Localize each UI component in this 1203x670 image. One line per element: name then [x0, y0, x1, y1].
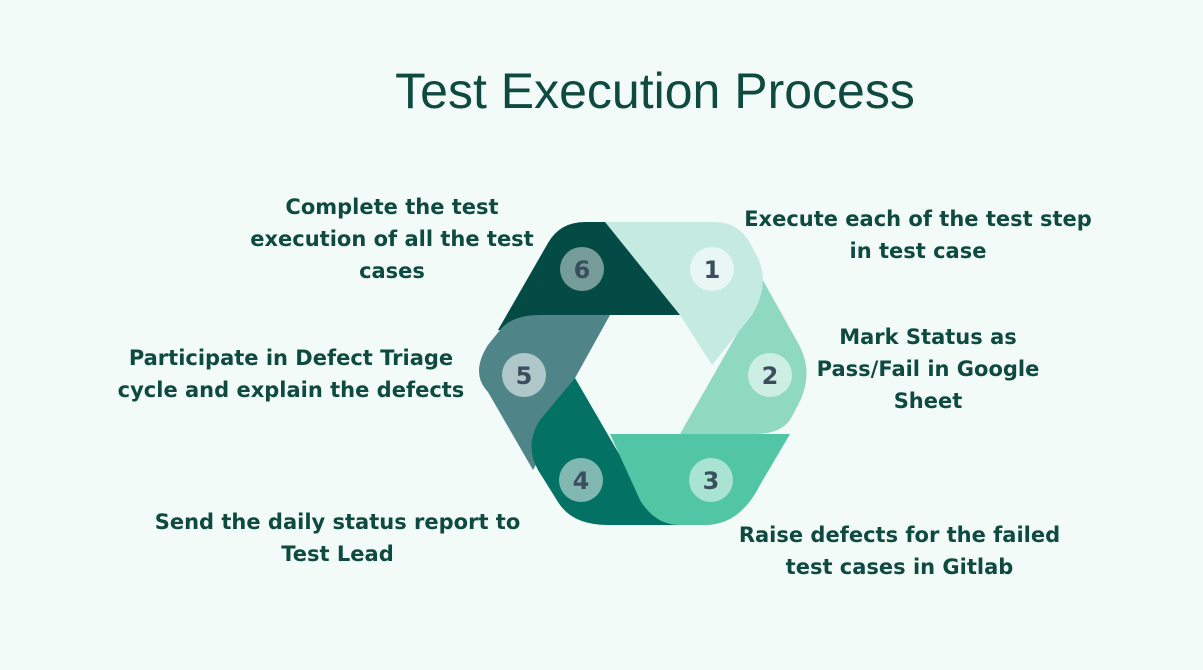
step-number-3: 3: [703, 467, 720, 495]
step-badge-2: 2: [748, 353, 792, 397]
step-label-1: Execute each of the test step in test ca…: [744, 207, 1092, 263]
cycle-segment-5: [479, 315, 610, 470]
step-label-3: Raise defects for the failed test cases …: [738, 523, 1061, 579]
step-label-5: Participate in Defect Triage cycle and e…: [117, 346, 465, 402]
step-number-1: 1: [704, 256, 721, 284]
step-number-2: 2: [762, 362, 779, 390]
step-badge-1: 1: [690, 247, 734, 291]
step-badge-3: 3: [689, 458, 733, 502]
step-label-4: Send the daily status report to Test Lea…: [154, 510, 521, 566]
step-label-6: Complete the test execution of all the t…: [250, 195, 534, 283]
step-number-5: 5: [516, 362, 533, 390]
step-label-2: Mark Status as Pass/Fail in Google Sheet: [816, 325, 1040, 413]
step-number-6: 6: [574, 256, 591, 284]
page-title: Test Execution Process: [395, 63, 915, 119]
step-badge-5: 5: [502, 353, 546, 397]
step-badge-6: 6: [560, 247, 604, 291]
step-badge-4: 4: [559, 458, 603, 502]
step-number-4: 4: [573, 467, 590, 495]
